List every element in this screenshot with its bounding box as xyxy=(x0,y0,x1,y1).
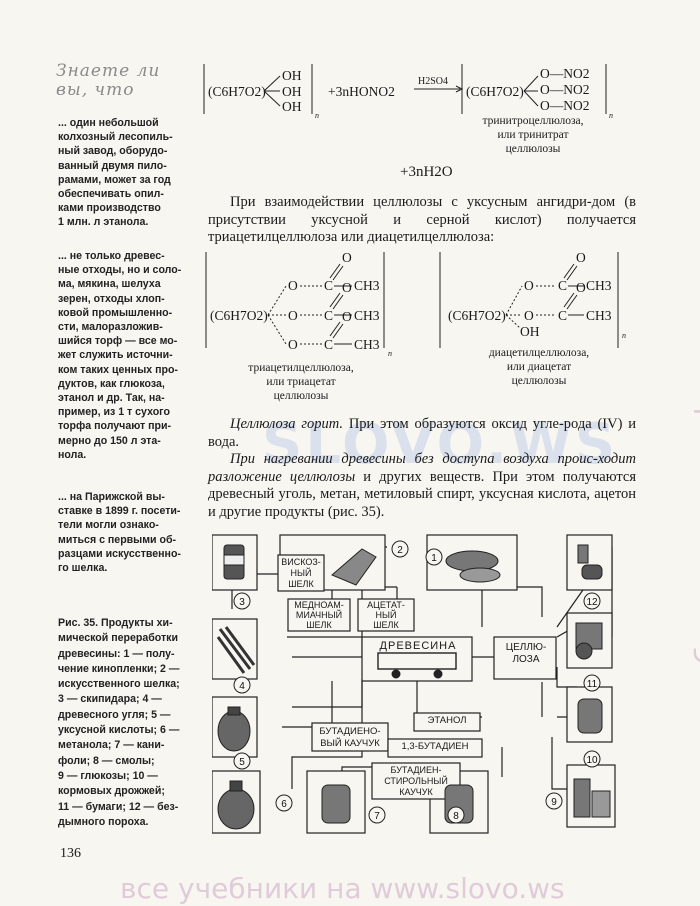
svg-text:2: 2 xyxy=(397,545,403,556)
svg-text:CH3: CH3 xyxy=(354,278,380,293)
trinitrocellulose-label: тринитроцеллюлоза, или тринитрат целлюло… xyxy=(482,115,584,155)
svg-text:O: O xyxy=(524,308,534,323)
label-butadiene: 1,3-БУТАДИЕН xyxy=(401,741,469,752)
svg-text:CH3: CH3 xyxy=(586,308,612,323)
svg-text:n: n xyxy=(388,349,392,358)
svg-text:6: 6 xyxy=(281,799,287,810)
svg-text:C: C xyxy=(324,308,333,323)
svg-text:n: n xyxy=(622,331,626,340)
paragraph-pyrolysis: При нагревании древесины без доступа воз… xyxy=(208,451,636,520)
paragraph-burning: Целлюлоза горит. При этом образуются окс… xyxy=(208,416,637,450)
svg-text:7: 7 xyxy=(374,811,380,822)
svg-text:4: 4 xyxy=(239,681,245,692)
wood-products-diagram: 2 1 3 4 5 6 7 8 9 10 11 12 xyxy=(212,534,616,834)
page-number: 136 xyxy=(60,846,81,861)
svg-text:CH3: CH3 xyxy=(586,278,612,293)
svg-text:12: 12 xyxy=(586,597,598,608)
paragraph-acetylation: При взаимодействии целлюлозы с уксусным … xyxy=(208,194,636,246)
product-core: (C6H7O2) xyxy=(466,84,524,99)
svg-text:11: 11 xyxy=(587,679,598,690)
svg-text:9: 9 xyxy=(551,797,557,808)
svg-text:C: C xyxy=(324,278,333,293)
label-copper-silk: МЕДНОАМ- МИАЧНЫЙ ШЕЛК xyxy=(294,600,344,630)
watermark-side: все учебники на www.slovo.ws xyxy=(690,303,700,780)
svg-text:O: O xyxy=(524,278,534,293)
diacetyl-label: диацетилцеллюлоза, или диацетат целлюлоз… xyxy=(488,347,590,387)
svg-text:O: O xyxy=(288,308,298,323)
svg-text:O: O xyxy=(342,250,352,265)
svg-text:C: C xyxy=(558,308,567,323)
svg-text:C: C xyxy=(324,337,333,352)
fact-sawmill: ... один небольшой колхозный лесопиль- н… xyxy=(58,117,173,229)
svg-text:5: 5 xyxy=(239,757,245,768)
label-sbr-rubber: БУТАДИЕН- СТИРОЛЬНЫЙ КАУЧУК xyxy=(384,765,448,797)
subscript-n: n xyxy=(609,111,613,120)
watermark-center: SLOVO.WS xyxy=(262,412,619,477)
svg-text:O: O xyxy=(288,278,298,293)
fact-waste: ... не только древес- ные отходы, но и с… xyxy=(58,250,182,461)
svg-text:O: O xyxy=(288,337,298,352)
oh-group: OH xyxy=(282,68,302,83)
label-viscose: ВИСКОЗ- НЫЙ ШЕЛК xyxy=(281,557,321,589)
svg-text:OH: OH xyxy=(520,324,540,339)
watermark-bottom: все учебники на www.slovo.ws xyxy=(120,872,565,905)
svg-text:CH3: CH3 xyxy=(354,308,380,323)
reaction-nitration: (C6H7O2) OH OH OH n +3nHONO2 H2SO4 (C6H7… xyxy=(203,64,613,120)
svg-text:CH3: CH3 xyxy=(354,337,380,352)
svg-text:C: C xyxy=(558,278,567,293)
handwritten-heading: Знаете ли вы, что xyxy=(56,61,161,100)
nitro-group: O—NO2 xyxy=(540,98,590,113)
svg-text:O: O xyxy=(342,309,352,324)
svg-text:1: 1 xyxy=(431,553,437,564)
label-cellulose: ЦЕЛЛЮ- ЛОЗА xyxy=(505,642,547,665)
cellulose-core: (C6H7O2) xyxy=(208,84,266,99)
oh-group: OH xyxy=(282,84,302,99)
nitro-group: O—NO2 xyxy=(540,66,590,81)
nitro-group: O—NO2 xyxy=(540,82,590,97)
label-ethanol: ЭТАНОЛ xyxy=(427,715,467,726)
svg-text:8: 8 xyxy=(453,811,459,822)
nitric-acid: +3nHONO2 xyxy=(328,84,395,99)
label-butadiene-rubber: БУТАДИЕНО- ВЫЙ КАУЧУК xyxy=(319,726,381,749)
figure-caption: Рис. 35. Продукты хи- мической переработ… xyxy=(58,617,180,828)
label-drevesina: ДРЕВЕСИНА xyxy=(379,640,457,652)
svg-text:10: 10 xyxy=(586,755,598,766)
svg-text:3: 3 xyxy=(239,597,245,608)
svg-text:O: O xyxy=(576,250,586,265)
triacetyl-label: триацетилцеллюлоза, или триацетат целлюл… xyxy=(248,362,354,402)
fact-paris: ... на Парижской вы- ставке в 1899 г. по… xyxy=(58,491,181,575)
catalyst: H2SO4 xyxy=(418,76,448,87)
subscript-n: n xyxy=(315,111,319,120)
oh-group: OH xyxy=(282,99,302,114)
svg-text:O: O xyxy=(342,280,352,295)
tri-core: (C6H7O2) xyxy=(210,308,268,323)
water-product: +3nH2O xyxy=(400,164,453,180)
label-acetate-silk: АЦЕТАТ- НЫЙ ШЕЛК xyxy=(367,600,405,630)
svg-text:O: O xyxy=(576,280,586,295)
di-core: (C6H7O2) xyxy=(448,308,506,323)
